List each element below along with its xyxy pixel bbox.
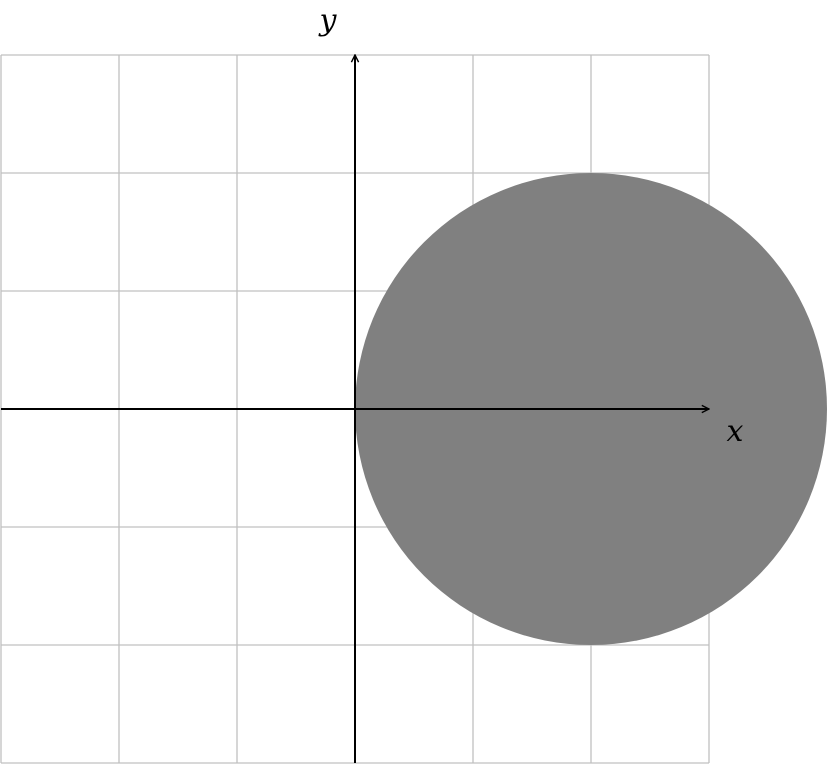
axes bbox=[1, 55, 709, 763]
y-axis-label: y bbox=[318, 3, 338, 38]
x-axis-label: x bbox=[727, 414, 744, 449]
